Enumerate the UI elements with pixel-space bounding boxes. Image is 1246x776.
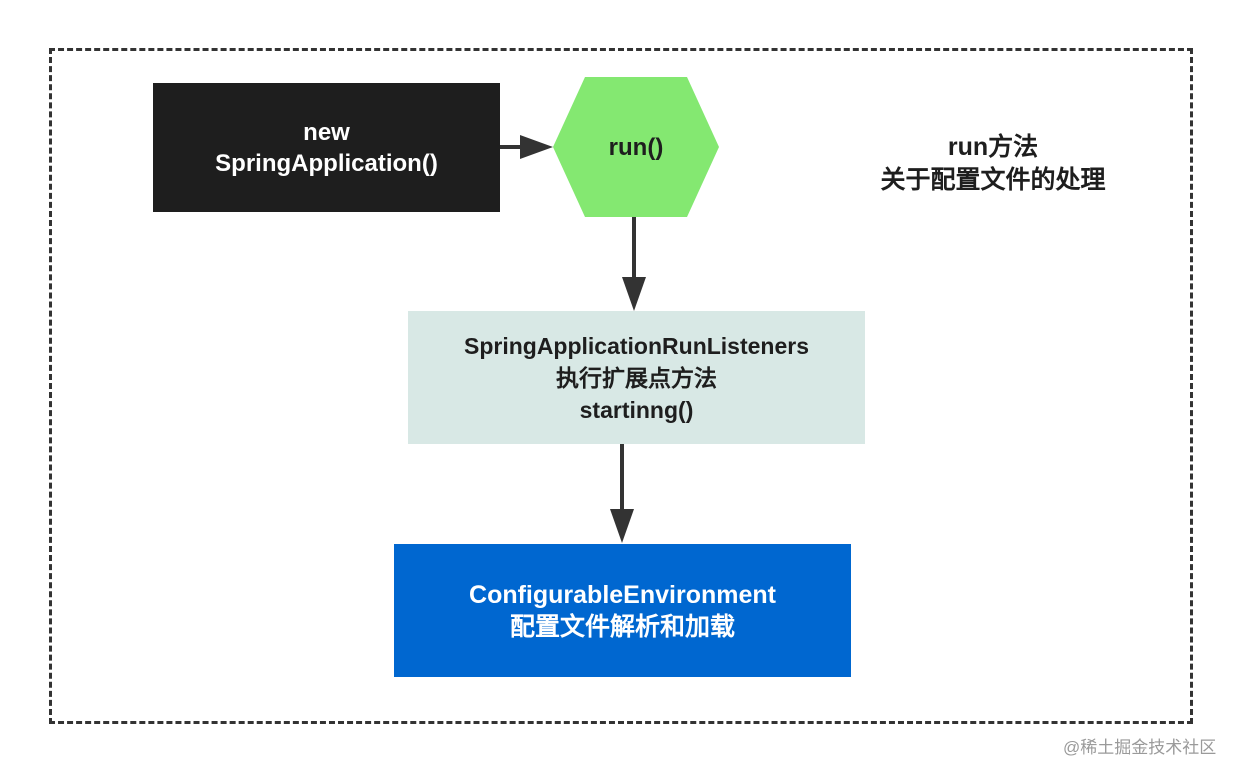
new-spring-application-node: new SpringApplication() bbox=[153, 83, 500, 212]
configurable-environment-node: ConfigurableEnvironment 配置文件解析和加载 bbox=[394, 544, 851, 677]
dashed-frame bbox=[49, 48, 1193, 724]
run-listeners-node: SpringApplicationRunListeners 执行扩展点方法 st… bbox=[408, 311, 865, 444]
listeners-node-line-2: 执行扩展点方法 bbox=[556, 364, 717, 391]
start-node-line-1: new bbox=[303, 118, 350, 146]
side-note: run方法 关于配置文件的处理 bbox=[858, 131, 1128, 197]
arrow-run-to-listeners bbox=[622, 217, 646, 311]
side-note-line-1: run方法 bbox=[947, 133, 1039, 161]
run-node-label: run() bbox=[608, 133, 664, 161]
arrow-start-to-run bbox=[500, 135, 553, 159]
listeners-node-line-1: SpringApplicationRunListeners bbox=[463, 332, 810, 359]
start-node-line-2: SpringApplication() bbox=[215, 149, 438, 177]
side-note-line-2: 关于配置文件的处理 bbox=[880, 166, 1106, 194]
listeners-node-line-3: startinng() bbox=[579, 396, 694, 423]
arrow-listeners-to-config bbox=[610, 444, 634, 543]
run-method-node: run() bbox=[553, 77, 719, 217]
config-node-line-2: 配置文件解析和加载 bbox=[509, 612, 735, 641]
hexagon-shape bbox=[553, 77, 719, 217]
config-node-line-1: ConfigurableEnvironment bbox=[469, 580, 776, 609]
watermark: @稀土掘金技术社区 bbox=[1063, 738, 1217, 757]
